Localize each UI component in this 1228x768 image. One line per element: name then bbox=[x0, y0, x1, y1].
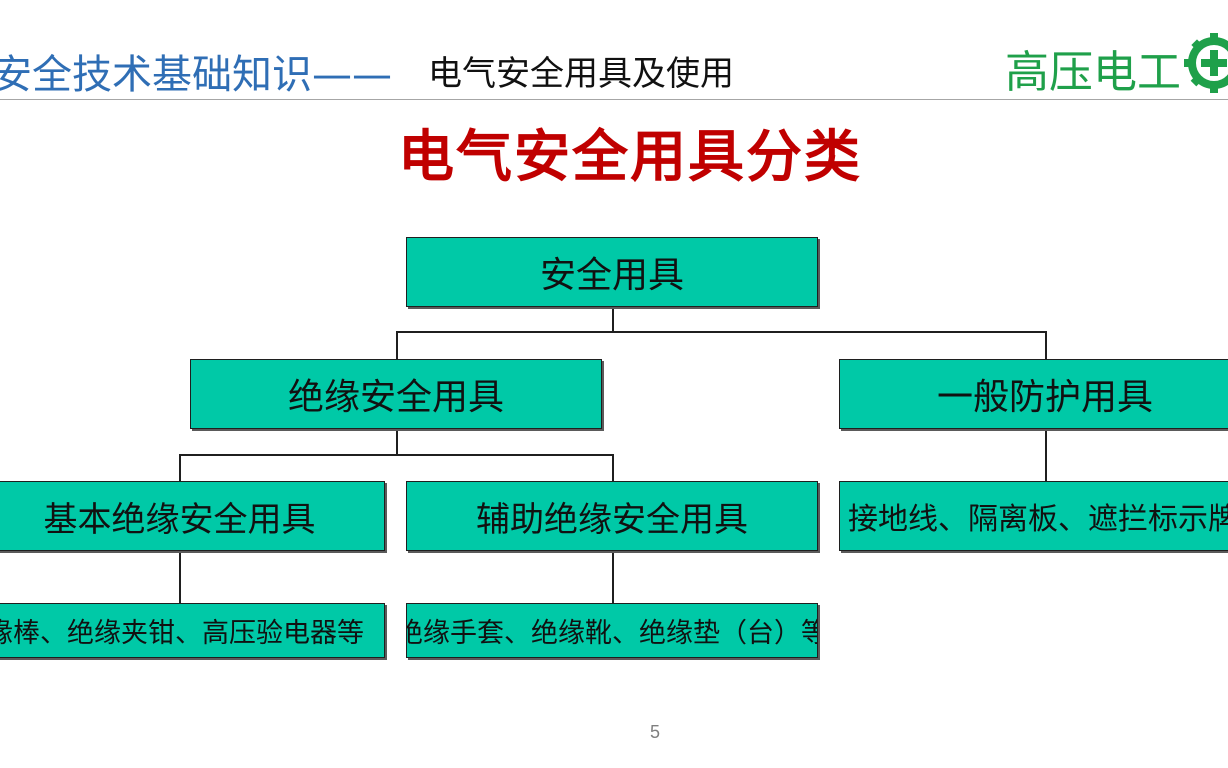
connector-to-basic bbox=[179, 454, 181, 482]
connector-level1-horizontal bbox=[396, 331, 1047, 333]
header-subtitle: 电气安全用具及使用 bbox=[428, 54, 734, 94]
brand-label: 高压电工 bbox=[1005, 47, 1181, 98]
connector-basic-down bbox=[179, 551, 181, 603]
connector-auxiliary-down bbox=[612, 551, 614, 603]
page-number: 5 bbox=[650, 722, 661, 742]
connector-to-auxiliary bbox=[612, 454, 614, 482]
connector-root-down bbox=[612, 307, 614, 333]
connector-insulating-down bbox=[396, 429, 398, 455]
node-safety-equipment: 安全用具 bbox=[406, 237, 818, 307]
connector-level2-horizontal bbox=[179, 454, 614, 456]
node-auxiliary-insulating-equipment: 辅助绝缘安全用具 bbox=[406, 481, 818, 551]
header-main-title: 安全技术基础知识—— bbox=[0, 52, 392, 98]
gear-plus-icon bbox=[1184, 33, 1228, 93]
header-divider bbox=[0, 99, 1228, 100]
slide-title: 电气安全用具分类 bbox=[398, 124, 862, 190]
connector-general-down bbox=[1045, 429, 1047, 482]
node-basic-insulating-equipment: 基本绝缘安全用具 bbox=[0, 481, 385, 551]
node-auxiliary-examples: 绝缘手套、绝缘靴、绝缘垫（台）等 bbox=[406, 603, 818, 658]
node-basic-examples: 绝缘棒、绝缘夹钳、高压验电器等 bbox=[0, 603, 385, 658]
node-general-protective-equipment: 一般防护用具 bbox=[839, 359, 1228, 429]
node-insulating-equipment: 绝缘安全用具 bbox=[190, 359, 602, 429]
node-general-examples: 接地线、隔离板、遮拦标示牌等 bbox=[839, 481, 1228, 551]
connector-to-general bbox=[1045, 331, 1047, 359]
connector-to-insulating bbox=[396, 331, 398, 359]
